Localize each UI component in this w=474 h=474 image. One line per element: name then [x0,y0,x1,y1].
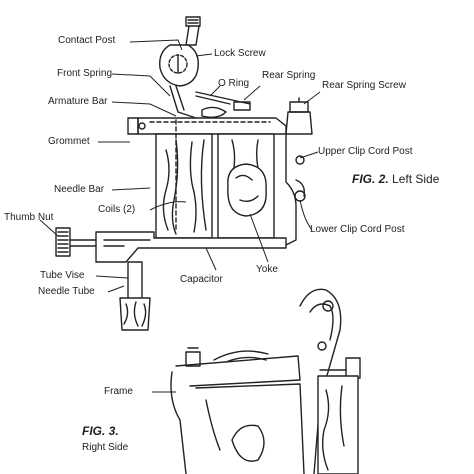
label-lower-clip-cord-post: Lower Clip Cord Post [310,224,405,235]
right-side-machine-shape [170,288,361,474]
fig2-caption: FIG. 2. Left Side [352,172,439,186]
label-rear-spring: Rear Spring [262,70,316,81]
fig3-number-wrap: FIG. 3. [82,424,119,438]
label-o-ring: O Ring [218,78,250,89]
frame-rear-shape [283,133,306,247]
label-armature-bar: Armature Bar [48,96,108,107]
leader-lines [39,39,321,393]
label-upper-clip-cord-post: Upper Clip Cord Post [318,146,413,157]
label-rear-spring-screw: Rear Spring Screw [322,80,406,91]
label-lock-screw: Lock Screw [214,48,266,59]
fig2-number: FIG. 2. [352,172,389,186]
label-yoke: Yoke [256,264,278,275]
fig3-side: Right Side [82,442,129,453]
label-needle-bar: Needle Bar [54,184,105,195]
label-coils: Coils (2) [98,204,136,215]
label-grommet: Grommet [48,136,90,147]
label-capacitor: Capacitor [180,274,223,285]
label-thumb-nut: Thumb Nut [4,212,54,223]
label-frame: Frame [104,386,133,397]
coils-shape [155,133,275,239]
contact-post-shape [159,16,201,87]
frame-top-shape [127,97,313,135]
fig3-number: FIG. 3. [82,424,119,438]
label-front-spring: Front Spring [57,68,113,79]
label-tube-vise: Tube Vise [40,270,85,281]
label-contact-post: Contact Post [58,35,116,46]
springs-shape [169,85,251,119]
frame-bottom-shape [55,227,287,331]
fig2-side: Left Side [392,172,440,186]
label-needle-tube: Needle Tube [38,286,95,297]
